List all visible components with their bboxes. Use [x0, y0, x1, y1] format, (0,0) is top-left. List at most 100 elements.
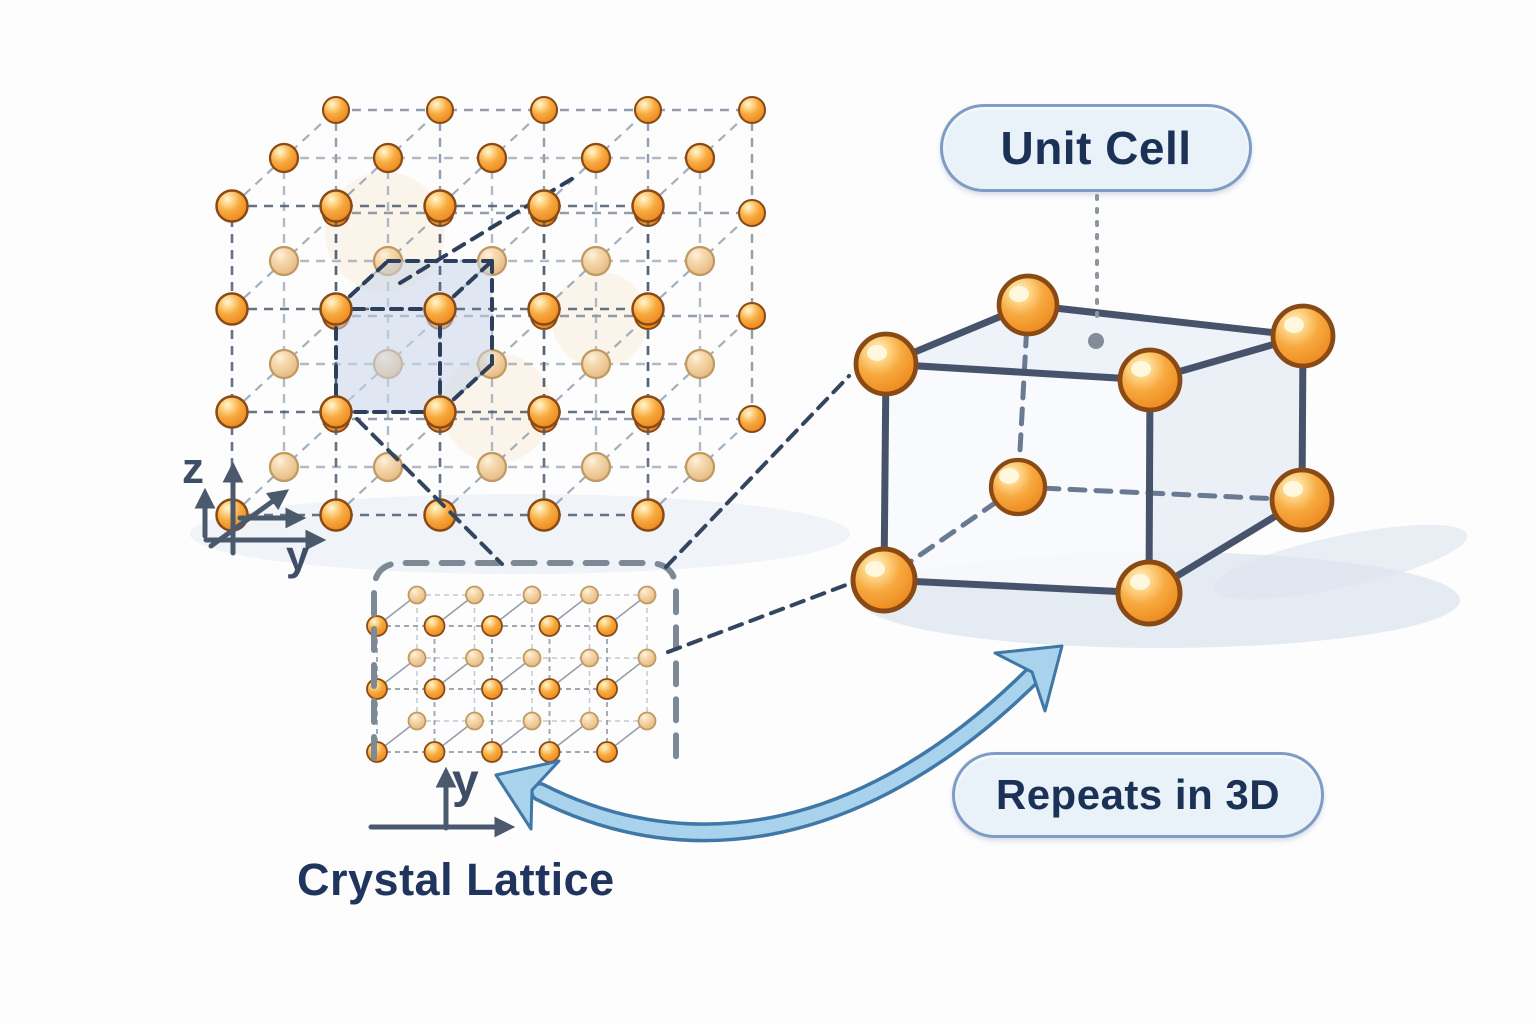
- sphere-highlight: [867, 345, 887, 361]
- atom-sphere: [988, 457, 1048, 517]
- xyz-axes-gizmo: [194, 461, 327, 556]
- axis-y-slab-label: y: [452, 755, 479, 808]
- diagram-line: [355, 417, 504, 566]
- top-face-marker-dot: [1088, 333, 1104, 349]
- atom-sphere: [737, 404, 767, 434]
- atom-sphere: [522, 711, 542, 731]
- unit-cell-label: Unit Cell: [1000, 122, 1192, 174]
- atom-sphere: [684, 142, 716, 174]
- crystal-lattice-title: Crystal Lattice: [297, 854, 615, 905]
- atom-sphere: [407, 648, 427, 668]
- selection-box-outline: [371, 560, 679, 763]
- arrowhead-right: [993, 644, 1064, 713]
- atom-sphere: [538, 678, 561, 700]
- unit-cell-label-pill: Unit Cell: [940, 104, 1252, 192]
- atom-sphere: [407, 585, 427, 605]
- diagram-line: [882, 360, 1154, 384]
- arrowhead-left: [494, 759, 561, 831]
- atom-sphere: [684, 348, 716, 380]
- atom-sphere: [527, 292, 561, 326]
- atom-sphere: [321, 95, 351, 125]
- diagram-line: [880, 576, 1153, 597]
- atom-sphere: [596, 678, 618, 700]
- zoom-callout-lines: [355, 374, 851, 654]
- label-connector: [1088, 194, 1104, 349]
- atom-sphere: [580, 585, 599, 605]
- atom-sphere: [631, 189, 665, 223]
- diagram-line: [664, 374, 851, 569]
- atom-sphere: [737, 95, 767, 125]
- atom-sphere: [481, 741, 503, 763]
- atom-sphere: [637, 711, 657, 731]
- atom-sphere: [465, 648, 484, 668]
- diagram-shape: [1149, 336, 1303, 593]
- repeats-label: Repeats in 3D: [995, 771, 1281, 818]
- atom-sphere: [215, 292, 249, 326]
- atom-sphere: [684, 245, 716, 277]
- axis-y-gizmo-label: y: [286, 532, 310, 579]
- sphere-highlight: [999, 468, 1019, 484]
- glow-blob: [552, 272, 648, 368]
- atom-sphere: [1115, 559, 1183, 627]
- atom-sphere: [423, 741, 446, 763]
- atom-sphere: [319, 395, 353, 429]
- atom-sphere: [215, 395, 249, 429]
- atom-sphere: [319, 498, 353, 532]
- atom-sphere: [538, 615, 561, 637]
- atom-sphere: [522, 585, 542, 605]
- repeats-label-pill: Repeats in 3D: [952, 752, 1324, 838]
- atom-sphere: [423, 678, 446, 700]
- atom-sphere: [476, 451, 508, 483]
- atom-sphere: [425, 95, 455, 125]
- atom-sphere: [631, 498, 665, 532]
- diagram-line: [666, 583, 848, 654]
- atom-sphere: [596, 741, 618, 763]
- atom-sphere: [522, 648, 542, 668]
- atom-sphere: [527, 189, 561, 223]
- slab-axes: [368, 766, 516, 838]
- atom-sphere: [850, 546, 918, 614]
- atom-sphere: [737, 301, 767, 331]
- atom-sphere: [631, 395, 665, 429]
- atom-sphere: [268, 142, 300, 174]
- atom-sphere: [1117, 347, 1183, 413]
- atom-sphere: [580, 648, 599, 668]
- atom-sphere: [465, 585, 484, 605]
- diagram-line: [1024, 301, 1307, 340]
- atom-sphere: [580, 348, 612, 380]
- sphere-highlight: [865, 561, 885, 577]
- sphere-highlight: [1131, 361, 1151, 377]
- atom-sphere: [633, 95, 663, 125]
- atom-sphere: [580, 142, 612, 174]
- atom-sphere: [1270, 303, 1336, 369]
- repeats-curved-arrow: [494, 644, 1064, 843]
- lattice-slab-preview: [366, 585, 657, 763]
- atom-sphere: [215, 189, 249, 223]
- atom-sphere: [268, 245, 300, 277]
- atom-sphere: [527, 395, 561, 429]
- atom-sphere: [853, 331, 919, 397]
- lattice-shadow: [190, 494, 850, 574]
- atom-sphere: [268, 451, 300, 483]
- diagram-line: [1015, 484, 1305, 503]
- atom-sphere: [996, 273, 1060, 337]
- atom-sphere: [423, 189, 457, 223]
- atom-sphere: [684, 451, 716, 483]
- sphere-highlight: [1284, 317, 1304, 333]
- atom-sphere: [580, 245, 612, 277]
- selection-dashed-box: [371, 560, 679, 763]
- atom-sphere: [580, 451, 612, 483]
- atom-sphere: [465, 711, 484, 731]
- atom-sphere: [596, 615, 618, 637]
- curved-arrow-body: [533, 661, 1047, 839]
- atom-sphere: [527, 498, 561, 532]
- atom-sphere: [319, 292, 353, 326]
- atom-sphere: [372, 142, 404, 174]
- atom-sphere: [423, 292, 457, 326]
- cube-shadow-sweep: [1212, 524, 1468, 600]
- sphere-highlight: [1009, 286, 1029, 302]
- crystal-lattice-3d: [215, 95, 767, 532]
- atom-sphere: [529, 95, 559, 125]
- atom-sphere: [538, 741, 561, 763]
